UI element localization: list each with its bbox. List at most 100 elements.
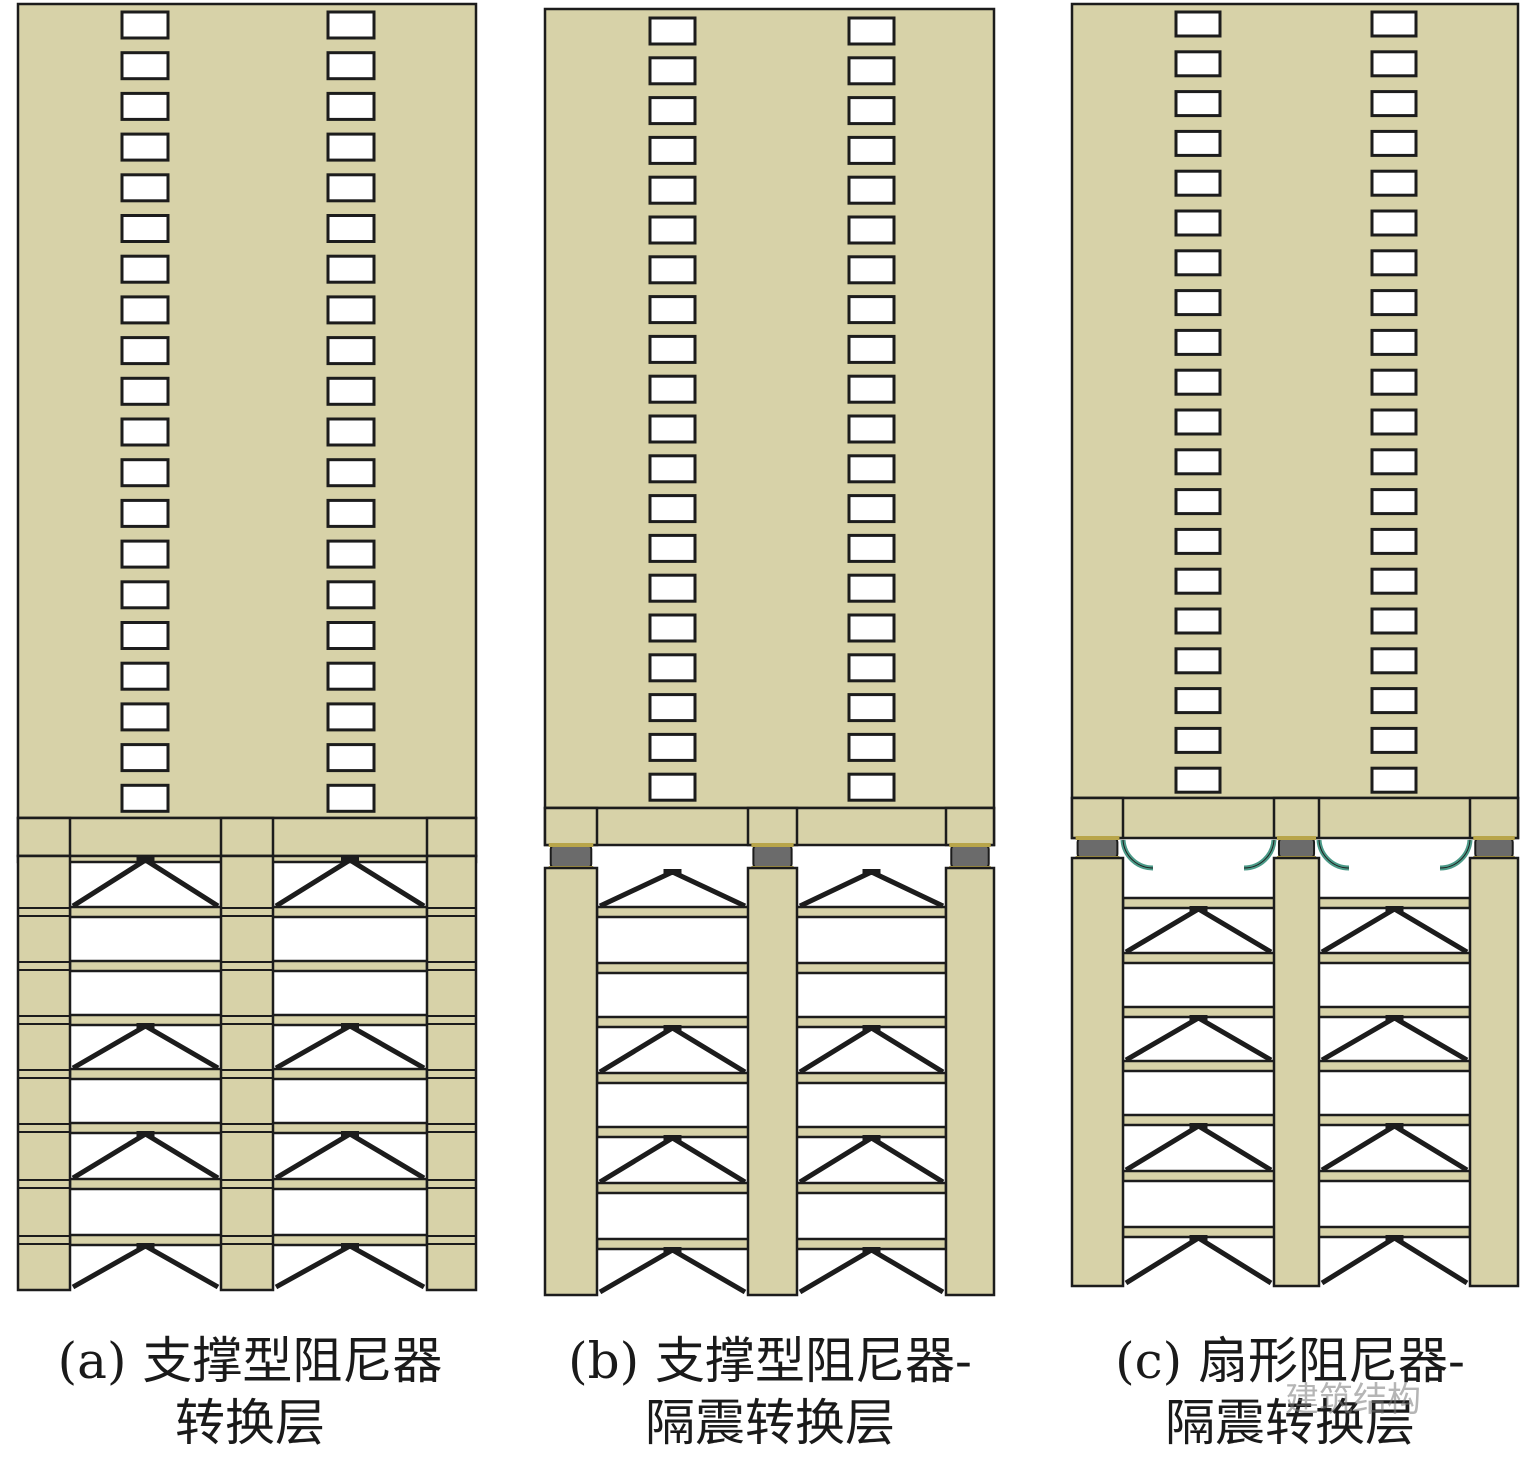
window [847, 454, 896, 484]
transfer-column-stub [746, 806, 799, 847]
window [326, 743, 376, 773]
window [326, 661, 376, 691]
window [1174, 50, 1222, 78]
window [1174, 408, 1222, 436]
fan-damper-outline [1439, 839, 1471, 869]
transfer-column-stub [219, 816, 275, 858]
upper-tower-block [1070, 2, 1520, 800]
brace-damper [598, 1247, 747, 1295]
brace-damper [798, 869, 945, 909]
isolation-bearing [549, 844, 593, 869]
bearing-plate [1473, 836, 1515, 840]
window [648, 374, 697, 404]
fan-damper-outline [1122, 839, 1154, 869]
window [648, 533, 697, 563]
brace-damper [1320, 1235, 1469, 1286]
brace-damper [1124, 1015, 1273, 1063]
brace-damper-joint [1189, 1015, 1208, 1021]
caption-a-line1: (a) 支撑型阻尼器 [57, 1332, 443, 1390]
isolation-bearing [1076, 837, 1119, 859]
window [847, 295, 896, 325]
brace-damper [1320, 906, 1469, 955]
frame-column [1468, 856, 1520, 1288]
brace-damper-joint [862, 869, 881, 875]
frame-column [219, 854, 275, 1292]
window [1174, 368, 1222, 396]
caption-c: (c) 扇形阻尼器- 隔震转换层 [1050, 1330, 1530, 1454]
window [326, 376, 376, 406]
window [1370, 368, 1418, 396]
caption-b: (b) 支撑型阻尼器- 隔震转换层 [515, 1330, 1025, 1454]
window [326, 336, 376, 366]
window [648, 295, 697, 325]
window [120, 51, 170, 81]
bearing-plate [1276, 836, 1317, 840]
window [847, 573, 896, 603]
brace-damper-joint [341, 1243, 359, 1249]
window [120, 743, 170, 773]
window [648, 732, 697, 762]
window [1174, 607, 1222, 635]
window [120, 498, 170, 528]
caption-c-line1: (c) 扇形阻尼器- [1115, 1332, 1465, 1390]
window [1370, 129, 1418, 157]
transfer-column-stub [1468, 796, 1520, 840]
window [120, 173, 170, 203]
transfer-column-stub [425, 816, 478, 858]
window [1370, 607, 1418, 635]
window [847, 334, 896, 364]
window [648, 494, 697, 524]
brace-damper-joint [663, 1025, 682, 1031]
window [326, 702, 376, 732]
window [326, 10, 376, 40]
frame-column [16, 854, 72, 1292]
brace-damper [71, 1131, 220, 1181]
panel-c-building [1070, 2, 1520, 1288]
window [648, 613, 697, 643]
window [1370, 328, 1418, 356]
window [648, 414, 697, 444]
window [1174, 567, 1222, 595]
window [847, 175, 896, 205]
brace-damper-joint [663, 1247, 682, 1253]
brace-damper [274, 857, 426, 909]
isolation-bearing [1474, 837, 1514, 859]
window [847, 772, 896, 802]
window [326, 173, 376, 203]
window [1370, 647, 1418, 675]
caption-a: (a) 支撑型阻尼器 转换层 [0, 1330, 500, 1454]
window [1174, 687, 1222, 715]
isolation-bearing [950, 844, 990, 869]
brace-damper [71, 1023, 220, 1071]
window [847, 613, 896, 643]
brace-damper-joint [1189, 1235, 1208, 1241]
brace-damper-joint [136, 1131, 155, 1137]
frame-column [944, 866, 996, 1297]
brace-damper [598, 1135, 747, 1185]
window [120, 621, 170, 650]
window [326, 214, 376, 243]
transfer-column-stub [944, 806, 996, 847]
window [1174, 647, 1222, 675]
brace-damper [274, 1023, 426, 1071]
brace-damper [798, 1247, 945, 1295]
window [648, 16, 697, 46]
fan-damper-outline [1318, 839, 1350, 869]
window [326, 51, 376, 81]
window [1174, 289, 1222, 317]
window [326, 458, 376, 488]
brace-damper [798, 1135, 945, 1185]
window [648, 96, 697, 126]
window [648, 175, 697, 205]
window [1370, 209, 1418, 237]
brace-damper [274, 1243, 426, 1290]
brace-damper [1320, 1015, 1469, 1063]
brace-damper-joint [663, 1135, 682, 1141]
window [1370, 527, 1418, 555]
window [847, 56, 896, 86]
window [326, 91, 376, 121]
window [648, 56, 697, 86]
window [847, 96, 896, 126]
brace-damper [71, 857, 220, 909]
